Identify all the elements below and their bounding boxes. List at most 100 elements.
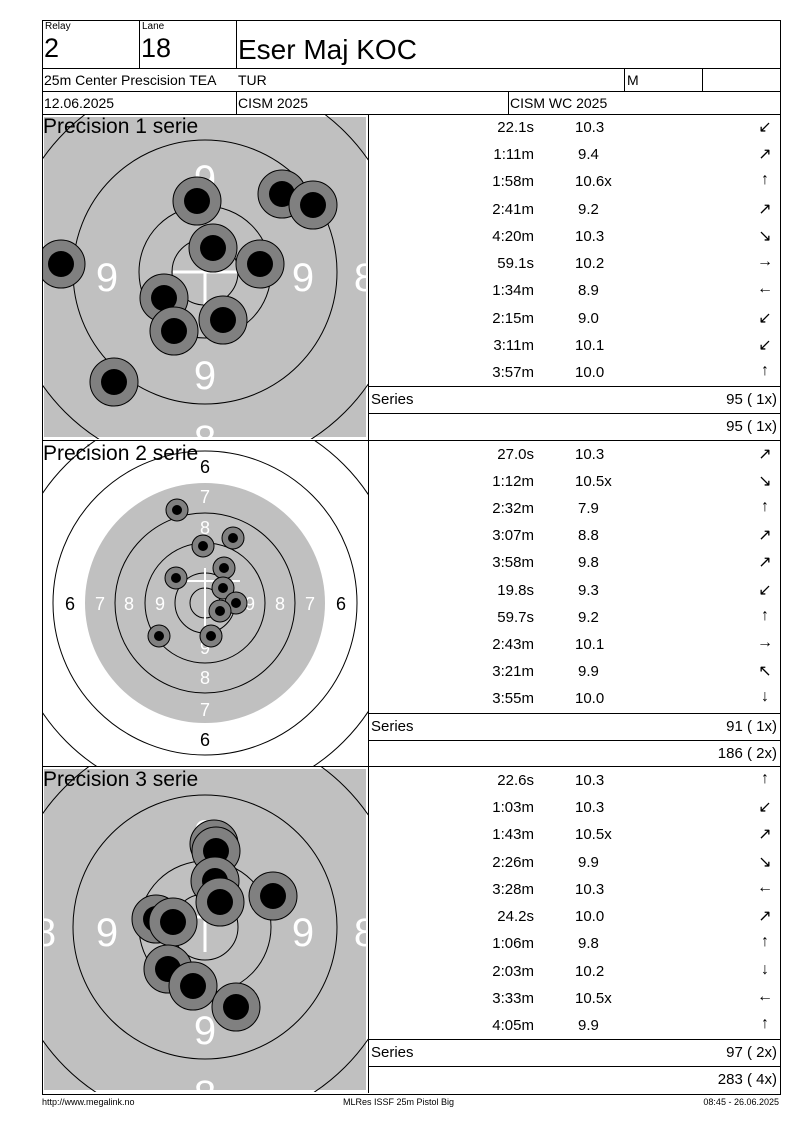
ring-6 — [52, 450, 358, 756]
ring-number: 7 — [200, 700, 210, 720]
ring-number: 6 — [336, 594, 346, 614]
divider — [139, 20, 140, 68]
shot-time: 2:03m — [492, 963, 534, 980]
ring-number: 9 — [96, 256, 118, 300]
direction-arrow-icon: ↑ — [761, 1015, 769, 1032]
shot-time: 1:43m — [492, 826, 534, 843]
series-score: 97 ( 2x) — [726, 1044, 777, 1061]
divider — [368, 413, 780, 414]
shot-value: 10.1 — [575, 636, 605, 653]
running-total: 283 ( 4x) — [717, 1071, 777, 1088]
shot-value: 10.3 — [575, 772, 605, 789]
divider — [236, 91, 237, 114]
shot-hole — [248, 871, 298, 921]
shot-hole — [195, 877, 245, 927]
shot-hole — [148, 897, 198, 947]
shot-value: 10.0 — [575, 364, 605, 381]
ring-number: 9 — [292, 256, 314, 300]
shot-hole — [147, 624, 171, 648]
lane-label: Lane — [142, 21, 165, 32]
footer-url[interactable]: http://www.megalink.no — [42, 1097, 135, 1107]
shot-value: 10.5x — [575, 990, 612, 1007]
shot-value: 10.3 — [575, 119, 605, 136]
direction-arrow-icon: ↗ — [758, 527, 772, 544]
shot-time: 3:55m — [492, 690, 534, 707]
shot-value: 9.2 — [578, 201, 599, 218]
shot-hole — [211, 576, 235, 600]
shot-hole — [89, 357, 139, 407]
shot-time: 3:58m — [492, 554, 534, 571]
shot-value: 8.9 — [578, 282, 599, 299]
shot-hole — [43, 239, 86, 289]
divider — [368, 713, 780, 714]
ring-number: 8 — [194, 418, 216, 439]
ring-number: 9 — [155, 594, 165, 614]
date: 12.06.2025 — [44, 95, 115, 111]
divider — [368, 1039, 780, 1040]
shot-value: 9.2 — [578, 609, 599, 626]
shot-time: 22.6s — [497, 772, 534, 789]
target-series-3: 9 9 9 9 8 8 8 — [43, 767, 368, 1092]
divider — [42, 114, 780, 115]
shot-value: 10.0 — [575, 908, 605, 925]
shot-time: 59.1s — [497, 255, 534, 272]
shot-hole — [188, 223, 238, 273]
shot-time: 59.7s — [497, 609, 534, 626]
shot-time: 19.8s — [497, 582, 534, 599]
divider — [508, 91, 509, 114]
divider — [42, 68, 780, 69]
direction-arrow-icon: ↗ — [758, 554, 772, 571]
match: CISM WC 2025 — [510, 95, 608, 111]
direction-arrow-icon: ← — [757, 879, 773, 896]
shot-value: 7.9 — [578, 500, 599, 517]
shot-time: 1:11m — [493, 146, 534, 163]
gender: M — [627, 72, 639, 88]
ring-number: 9 — [96, 911, 118, 955]
ring-number: 9 — [245, 594, 255, 614]
direction-arrow-icon: ↑ — [761, 362, 769, 379]
shot-value: 10.3 — [575, 799, 605, 816]
shot-time: 27.0s — [497, 446, 534, 463]
shot-value: 10.5x — [575, 826, 612, 843]
ring-number: 7 — [200, 487, 210, 507]
ring-number: 6 — [65, 594, 75, 614]
team: TUR — [238, 72, 267, 88]
ring-number: 8 — [43, 911, 56, 955]
direction-arrow-icon: ↗ — [758, 826, 772, 843]
direction-arrow-icon: ↑ — [761, 498, 769, 515]
competition: CISM 2025 — [238, 95, 309, 111]
series-title: Precision 1 serie — [43, 115, 199, 138]
ring-number: 8 — [354, 256, 368, 300]
direction-arrow-icon: ↓ — [761, 688, 769, 705]
series-title: Precision 2 serie — [43, 442, 199, 465]
shot-time: 3:57m — [492, 364, 534, 381]
shot-value: 9.9 — [578, 854, 599, 871]
series-score: 95 ( 1x) — [726, 391, 777, 408]
shot-value: 10.1 — [575, 337, 605, 354]
shot-value: 10.3 — [575, 881, 605, 898]
shot-time: 2:41m — [492, 201, 534, 218]
divider — [702, 68, 703, 91]
divider — [368, 114, 369, 1093]
shot-hole — [164, 566, 188, 590]
ring-number: 9 — [194, 354, 216, 398]
direction-arrow-icon: ↑ — [761, 607, 769, 624]
ring-number: 8 — [200, 668, 210, 688]
shot-time: 3:33m — [492, 990, 534, 1007]
divider — [42, 766, 780, 767]
shot-time: 2:43m — [492, 636, 534, 653]
ring-number: 9 — [200, 638, 210, 658]
shot-time: 3:28m — [492, 881, 534, 898]
shot-time: 1:06m — [492, 935, 534, 952]
event-name: 25m Center Prescision TEA — [44, 72, 217, 88]
divider — [368, 386, 780, 387]
shot-value: 10.2 — [575, 255, 605, 272]
shot-hole — [172, 176, 222, 226]
shot-hole — [212, 556, 236, 580]
direction-arrow-icon: ↘ — [758, 473, 772, 490]
series-label: Series — [371, 718, 414, 735]
shot-time: 1:03m — [492, 799, 534, 816]
ring-number: 8 — [124, 594, 134, 614]
direction-arrow-icon: ↙ — [758, 799, 772, 816]
direction-arrow-icon: ↘ — [758, 228, 772, 245]
